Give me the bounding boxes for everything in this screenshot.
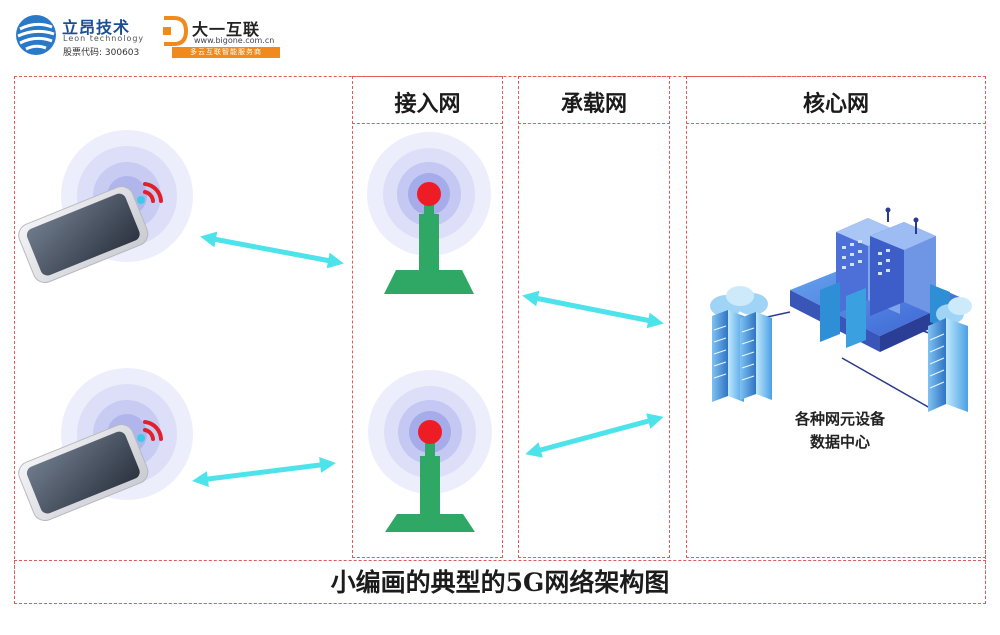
arrow-access-to-core-bottom <box>533 419 656 452</box>
phone-2 <box>15 368 193 524</box>
base-station-2 <box>368 370 492 532</box>
data-center-label-line1: 各种网元设备 <box>735 408 945 431</box>
base-station-1-mast <box>419 214 439 270</box>
arrow-access-to-core-top <box>530 297 656 322</box>
server-rack-left <box>710 286 772 402</box>
base-station-1 <box>367 132 491 294</box>
base-station-2-base <box>385 514 475 532</box>
base-station-2-mast <box>420 456 440 514</box>
base-station-1-base <box>384 270 474 294</box>
base-station-2-signal-dot <box>418 420 442 444</box>
phone-1 <box>15 130 193 286</box>
arrow-phone2-to-station2 <box>200 464 328 480</box>
data-center-illustration <box>710 208 972 413</box>
base-station-1-signal-dot <box>417 182 441 206</box>
arrow-phone1-to-station1 <box>208 238 336 262</box>
diagram-caption: 小编画的典型的5G网络架构图 <box>14 562 986 604</box>
data-center-label-line2: 数据中心 <box>735 431 945 454</box>
data-center-label: 各种网元设备 数据中心 <box>735 408 945 454</box>
